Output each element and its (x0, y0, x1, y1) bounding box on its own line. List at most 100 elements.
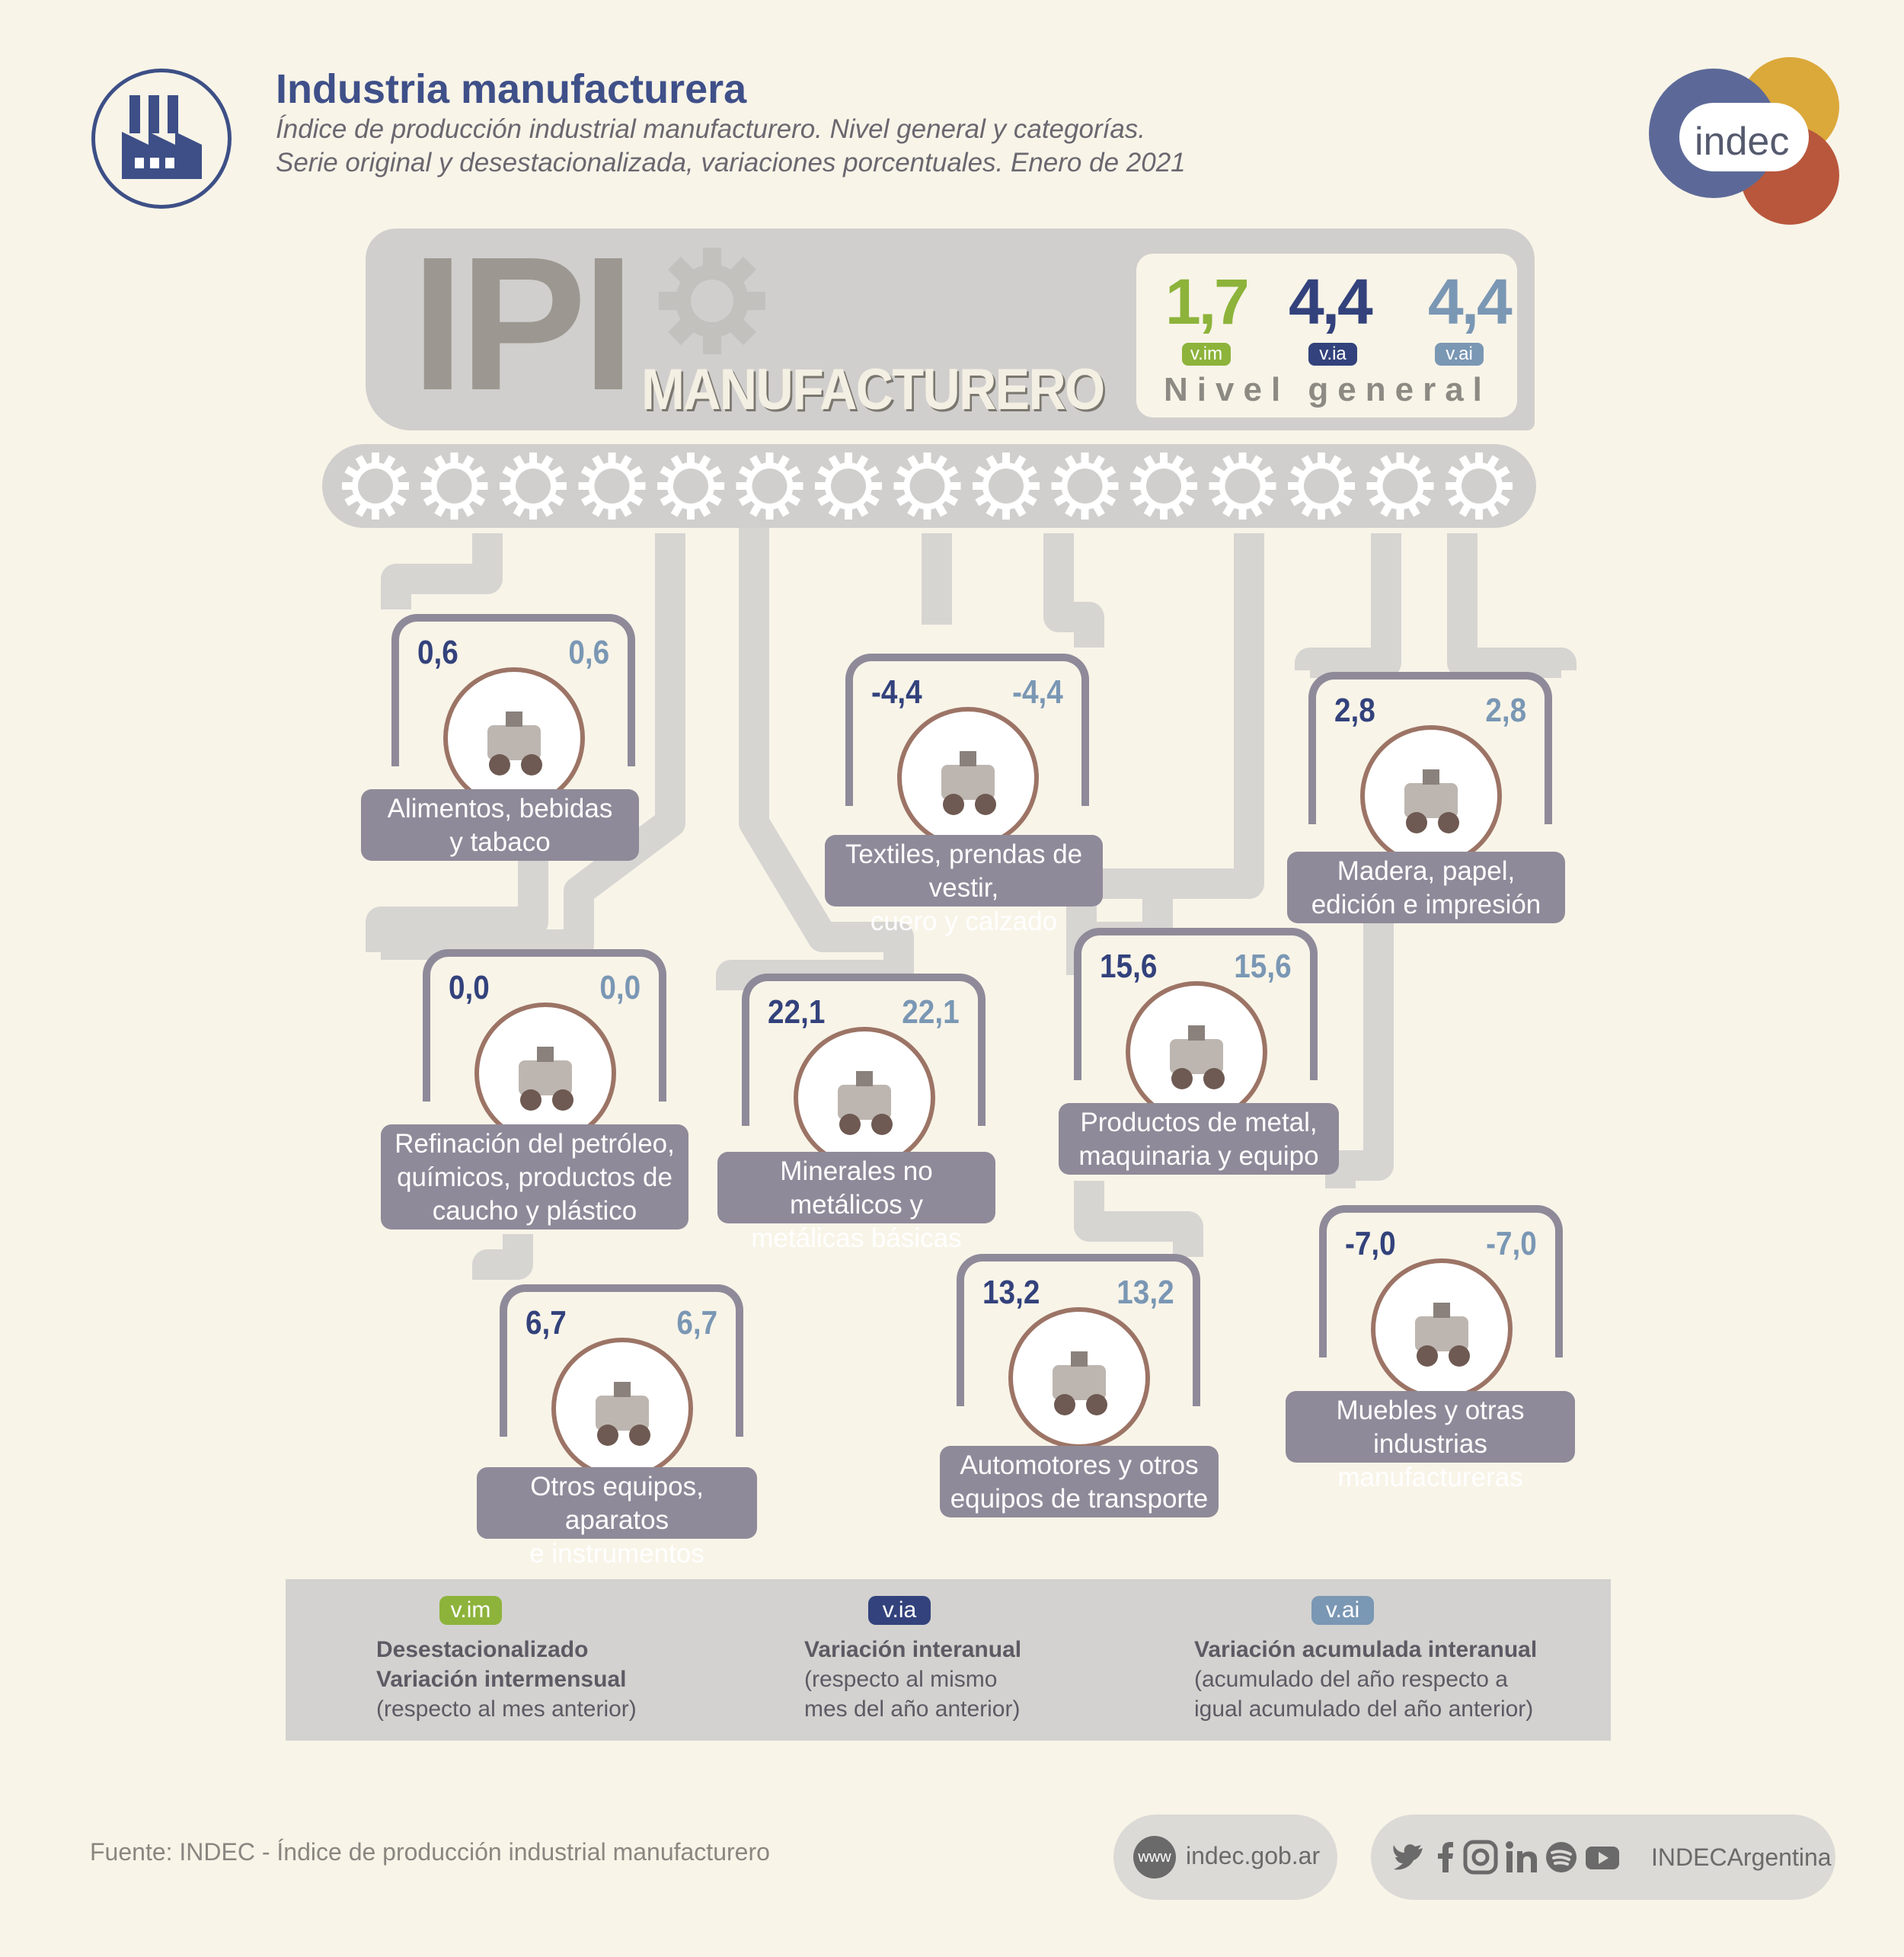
category-label-line: metálicas básicas (751, 1223, 962, 1253)
factory-logo (91, 69, 232, 209)
indec-brand-text: indec (1695, 120, 1790, 164)
category-vai-value: 13,2 (1117, 1274, 1174, 1311)
category-card: 2,8 2,8 (1308, 672, 1552, 867)
category-card: 0,0 0,0 (423, 949, 666, 1144)
category-label-line: Automotores y otros (960, 1450, 1199, 1480)
category-vai-value: -4,4 (1012, 673, 1063, 711)
category-label-line: Refinación del petróleo, (395, 1129, 675, 1159)
conveyor-gear-icon (893, 452, 961, 520)
category-label: Productos de metal, maquinaria y equipo (1059, 1103, 1339, 1175)
tag-vim: v.im (1182, 343, 1231, 366)
conveyor-gear-icon (1051, 452, 1119, 520)
category-label: Muebles y otras industrias manufactureras (1286, 1391, 1575, 1492)
category-label-line: cuero y calzado (870, 907, 1058, 936)
nivel-general-box (1136, 254, 1517, 417)
category-via-value: 6,7 (526, 1304, 567, 1341)
laptop-phone-icon (551, 1338, 693, 1479)
category-label-line: Alimentos, bebidas (387, 794, 613, 823)
fabric-shorts-icon (897, 707, 1039, 849)
social-handle: INDECArgentina (1651, 1843, 1832, 1871)
conveyor-gear-icon (736, 452, 803, 520)
category-vai-value: -7,0 (1486, 1225, 1537, 1262)
category-label: Alimentos, bebidas y tabaco (361, 789, 639, 861)
page-title: Industria manufacturera (276, 66, 747, 112)
category-via-value: 0,0 (449, 969, 490, 1006)
nightstand-icon (1371, 1258, 1513, 1400)
category-vai-value: 15,6 (1234, 948, 1292, 985)
conveyor-gear-icon (1130, 452, 1197, 520)
tag-vai: v.ai (1435, 343, 1484, 366)
category-card: 13,2 13,2 (957, 1254, 1200, 1449)
social-links: INDECArgentina (1371, 1815, 1835, 1900)
conveyor-gear-icon (500, 452, 567, 520)
category-via-value: 13,2 (982, 1274, 1040, 1311)
ipi-heading: IPI (411, 217, 635, 430)
category-label-line: maquinaria y equipo (1078, 1141, 1319, 1171)
twitter-icon (1393, 1844, 1423, 1870)
category-label-line: Madera, papel, (1337, 856, 1516, 886)
legend-via-text: Variación interanual (respecto al mismo … (804, 1637, 1022, 1722)
factory-icon (122, 95, 202, 179)
website-link[interactable]: www indec.gob.ar (1113, 1815, 1337, 1900)
subtitle-line-2: Serie original y desestacionalizada, var… (276, 148, 1186, 177)
category-label: Automotores y otros equipos de transporte (940, 1446, 1219, 1517)
category-label: Refinación del petróleo,químicos, produc… (381, 1124, 688, 1230)
facebook-icon (1438, 1842, 1453, 1872)
category-label-line: edición e impresión (1311, 890, 1541, 919)
car-motorcycle-icon (1008, 1307, 1150, 1449)
nivel-general-vai-value: 4,4 (1428, 266, 1513, 337)
legend (286, 1579, 1611, 1741)
paper-roll-wood-icon (1360, 725, 1502, 867)
category-label: Textiles, prendas de vestir, cuero y calz… (825, 835, 1103, 936)
category-card: 0,6 0,6 (391, 614, 635, 809)
source-note: Fuente: INDEC - Índice de producción ind… (90, 1838, 770, 1866)
category-via-value: 2,8 (1334, 692, 1375, 729)
category-label-line: equipos de transporte (950, 1484, 1209, 1514)
www-icon: www (1133, 1836, 1176, 1879)
category-via-value: 22,1 (768, 993, 826, 1031)
category-vai-value: 0,0 (599, 969, 641, 1006)
conveyor-gear-icon (1288, 452, 1355, 520)
category-label: Otros equipos, aparatos e instrumentos (477, 1467, 757, 1568)
category-label-line: Textiles, prendas de vestir, (845, 839, 1083, 903)
conveyor-gear-icon (657, 452, 724, 520)
refinery-tires-icon (474, 1002, 616, 1144)
category-label-line: manufactureras (1337, 1463, 1523, 1492)
legend-tag-via: v.ia (868, 1596, 931, 1625)
category-label-line: e instrumentos (529, 1539, 704, 1568)
website-text: indec.gob.ar (1186, 1842, 1321, 1869)
nivel-general-via-value: 4,4 (1289, 266, 1373, 337)
category-label-line: Minerales no metálicos y (780, 1156, 933, 1220)
category-vai-value: 22,1 (902, 993, 960, 1031)
legend-tag-vai: v.ai (1311, 1596, 1374, 1625)
category-vai-value: 0,6 (568, 634, 609, 671)
conveyor-gear-icon (342, 452, 409, 520)
category-via-value: 15,6 (1100, 948, 1158, 985)
conveyor-gear-icon (1209, 452, 1276, 520)
category-label-line: Productos de metal, (1080, 1108, 1318, 1137)
conveyor-gear-icon (973, 452, 1040, 520)
category-via-value: 0,6 (417, 634, 458, 671)
cement-mixer-icon (794, 1027, 935, 1169)
tag-via: v.ia (1308, 343, 1357, 366)
category-vai-value: 2,8 (1485, 692, 1526, 729)
conveyor-gear-icon (420, 452, 488, 520)
conveyor-gear-icon (815, 452, 882, 520)
instagram-icon (1463, 1840, 1498, 1875)
bottle-bread-icon (443, 667, 585, 809)
legend-tag-vim: v.im (439, 1596, 502, 1625)
category-label-line: caucho y plástico (432, 1196, 637, 1226)
conveyor-gear-icon (1366, 452, 1434, 520)
category-label-line: y tabaco (449, 827, 551, 857)
category-vai-value: 6,7 (676, 1304, 717, 1341)
category-label-line: Muebles y otras industrias (1336, 1396, 1525, 1459)
category-label: Madera, papel, edición e impresión (1287, 852, 1565, 923)
legend-vai-text: Variación acumulada interanual (acumulad… (1194, 1637, 1538, 1722)
category-via-value: -7,0 (1345, 1225, 1396, 1262)
category-label-line: Otros equipos, aparatos (530, 1472, 704, 1535)
nivel-general-label: Nivel general (1164, 371, 1491, 408)
subtitle-line-1: Índice de producción industrial manufact… (276, 114, 1146, 144)
category-card: 6,7 6,7 (500, 1284, 743, 1479)
category-card: 15,6 15,6 (1074, 928, 1318, 1123)
category-card: -4,4-4,4 (845, 654, 1089, 849)
